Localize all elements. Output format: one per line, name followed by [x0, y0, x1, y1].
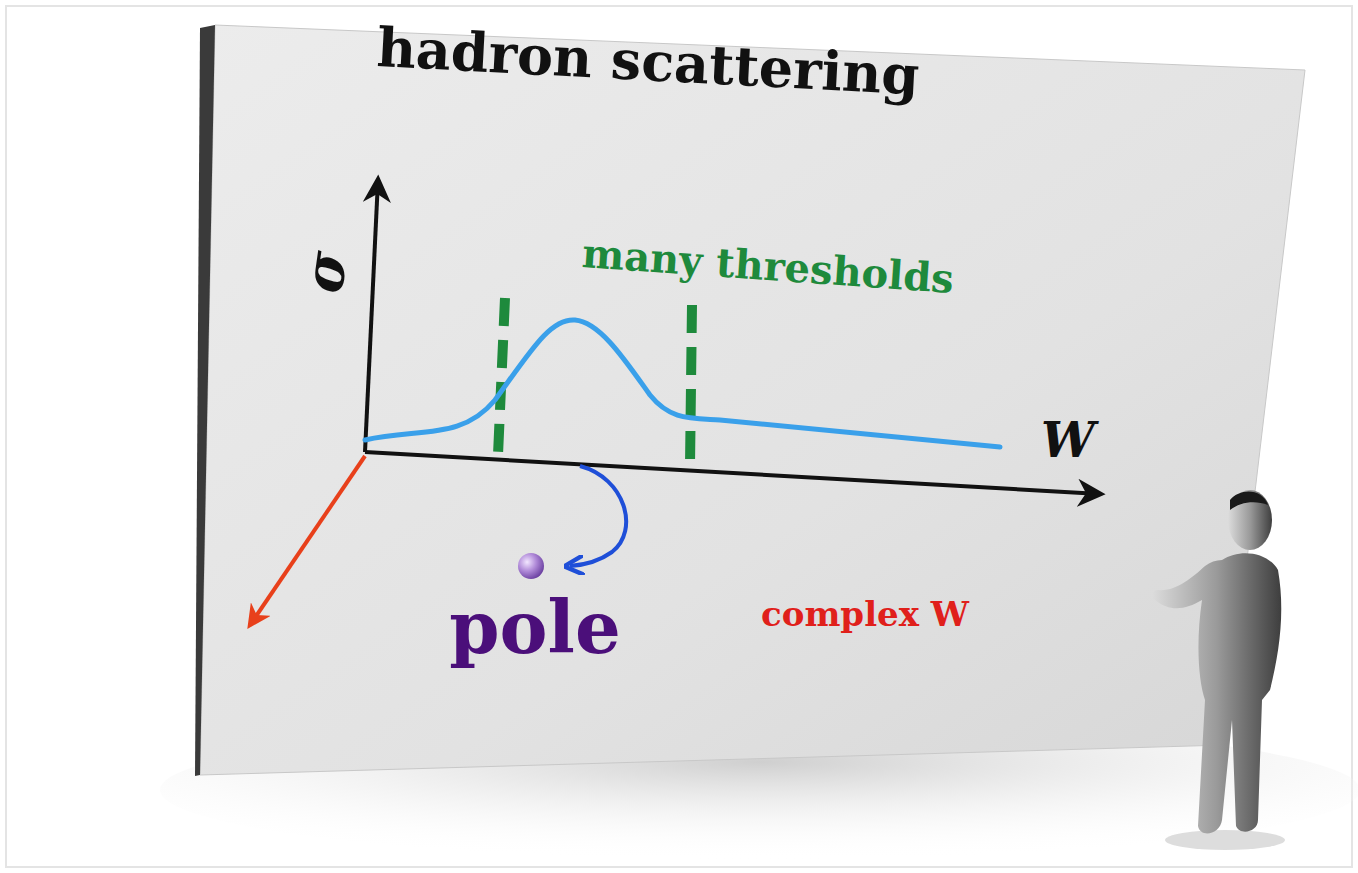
threshold-line [498, 298, 505, 455]
person-figure [1152, 490, 1285, 850]
y-axis [365, 180, 378, 452]
board [200, 25, 1305, 775]
person-shadow [1165, 830, 1285, 850]
imaginary-axis [250, 456, 365, 625]
person-body [1152, 553, 1281, 833]
threshold-label: many thresholds [581, 231, 956, 301]
x-axis [365, 452, 1100, 494]
board-edge [195, 25, 215, 776]
cross-section-curve [365, 320, 1000, 447]
frame [6, 6, 1352, 867]
axis-symbol: σ [292, 247, 359, 296]
complex-plane-label: complex W [761, 596, 969, 633]
person-head [1228, 490, 1272, 550]
continuation-arrow [570, 466, 626, 566]
axis-symbol: W [1041, 414, 1095, 467]
pole-label: pole [449, 588, 621, 667]
pole-dot [518, 553, 544, 579]
board-title: hadron scattering [375, 18, 920, 106]
person-hair [1230, 492, 1268, 510]
threshold-line [690, 305, 692, 466]
